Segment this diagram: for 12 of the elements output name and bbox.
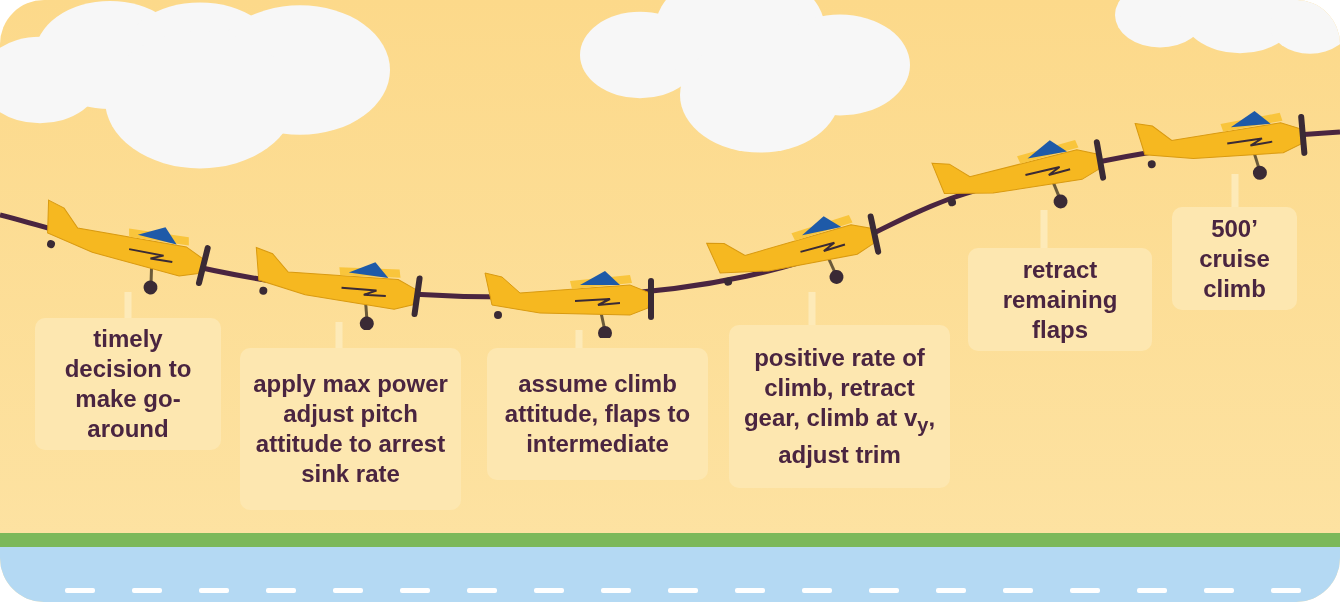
- step-label: 500’ cruise climb: [1172, 207, 1297, 310]
- step-label: apply max power adjust pitch attitude to arrest sink rate: [240, 348, 461, 510]
- leader-line: [1040, 210, 1048, 248]
- leader-line: [124, 292, 132, 318]
- leader-line: [575, 330, 583, 348]
- step-label: positive rate of climb, retract gear, climb at v$_{y}$, adjust trim: [729, 325, 950, 488]
- leader-line: [1231, 174, 1239, 207]
- leader-line: [808, 292, 816, 325]
- step-label: retract remaining flaps: [968, 248, 1152, 351]
- leader-line: [335, 322, 343, 348]
- step-label: timely decision to make go-around: [35, 318, 221, 450]
- step-label: assume climb attitude, flaps to intermediate: [487, 348, 708, 480]
